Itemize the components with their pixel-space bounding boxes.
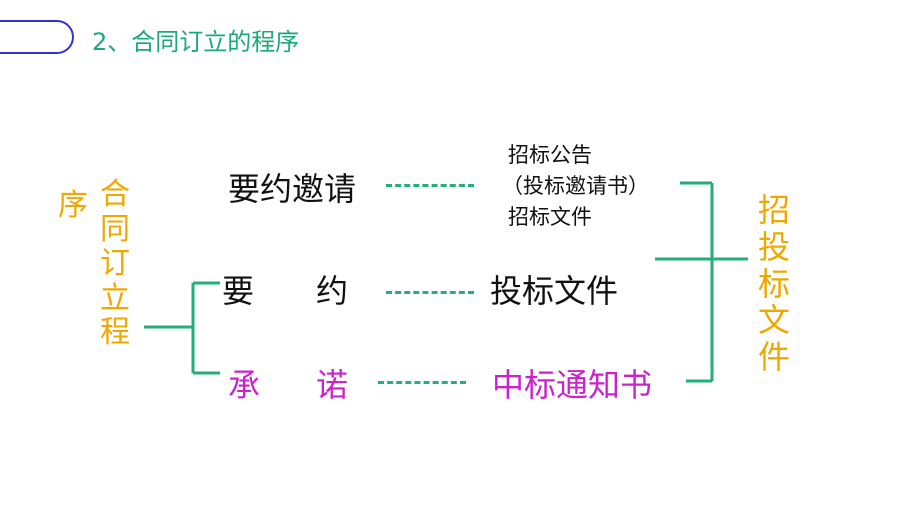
left-vertical-char: 订 bbox=[100, 246, 130, 281]
term-acceptance-b: 诺 bbox=[316, 366, 349, 404]
right-vertical-char: 标 bbox=[758, 264, 791, 303]
term-offer-a: 要 bbox=[222, 272, 255, 310]
doc-line: （投标邀请书） bbox=[502, 174, 649, 198]
dash-connector-2 bbox=[386, 291, 474, 294]
right-vertical-char: 投 bbox=[758, 227, 791, 266]
term-acceptance-a: 承 bbox=[228, 366, 261, 404]
left-label-xu: 序 bbox=[58, 188, 88, 223]
term-offer-b: 约 bbox=[316, 272, 349, 310]
right-vertical-char: 招 bbox=[758, 191, 791, 229]
doc-invitation-list: 招标公告 （投标邀请书） 招标文件 bbox=[502, 140, 649, 233]
right-vertical-char: 件 bbox=[758, 338, 791, 377]
doc-award-notice: 中标通知书 bbox=[492, 366, 653, 404]
left-vertical-char: 合 bbox=[100, 177, 130, 212]
page-title: 2、合同订立的程序 bbox=[92, 28, 300, 56]
term-offer-invitation: 要约邀请 bbox=[228, 170, 357, 208]
title-pill-decoration bbox=[0, 20, 74, 54]
doc-line: 招标文件 bbox=[508, 205, 592, 229]
left-vertical-char: 同 bbox=[100, 211, 130, 247]
left-vertical-char: 立 bbox=[100, 280, 130, 316]
dash-connector-1 bbox=[386, 184, 474, 187]
left-vertical-label: 合 同 订 立 程 bbox=[100, 177, 130, 351]
doc-line: 招标公告 bbox=[508, 143, 592, 167]
dash-connector-3 bbox=[378, 381, 466, 384]
left-vertical-char: 程 bbox=[100, 315, 130, 350]
right-vertical-char: 文 bbox=[758, 301, 791, 340]
right-vertical-label: 招 投 标 文 件 bbox=[758, 192, 790, 376]
doc-bid-file: 投标文件 bbox=[490, 272, 619, 310]
